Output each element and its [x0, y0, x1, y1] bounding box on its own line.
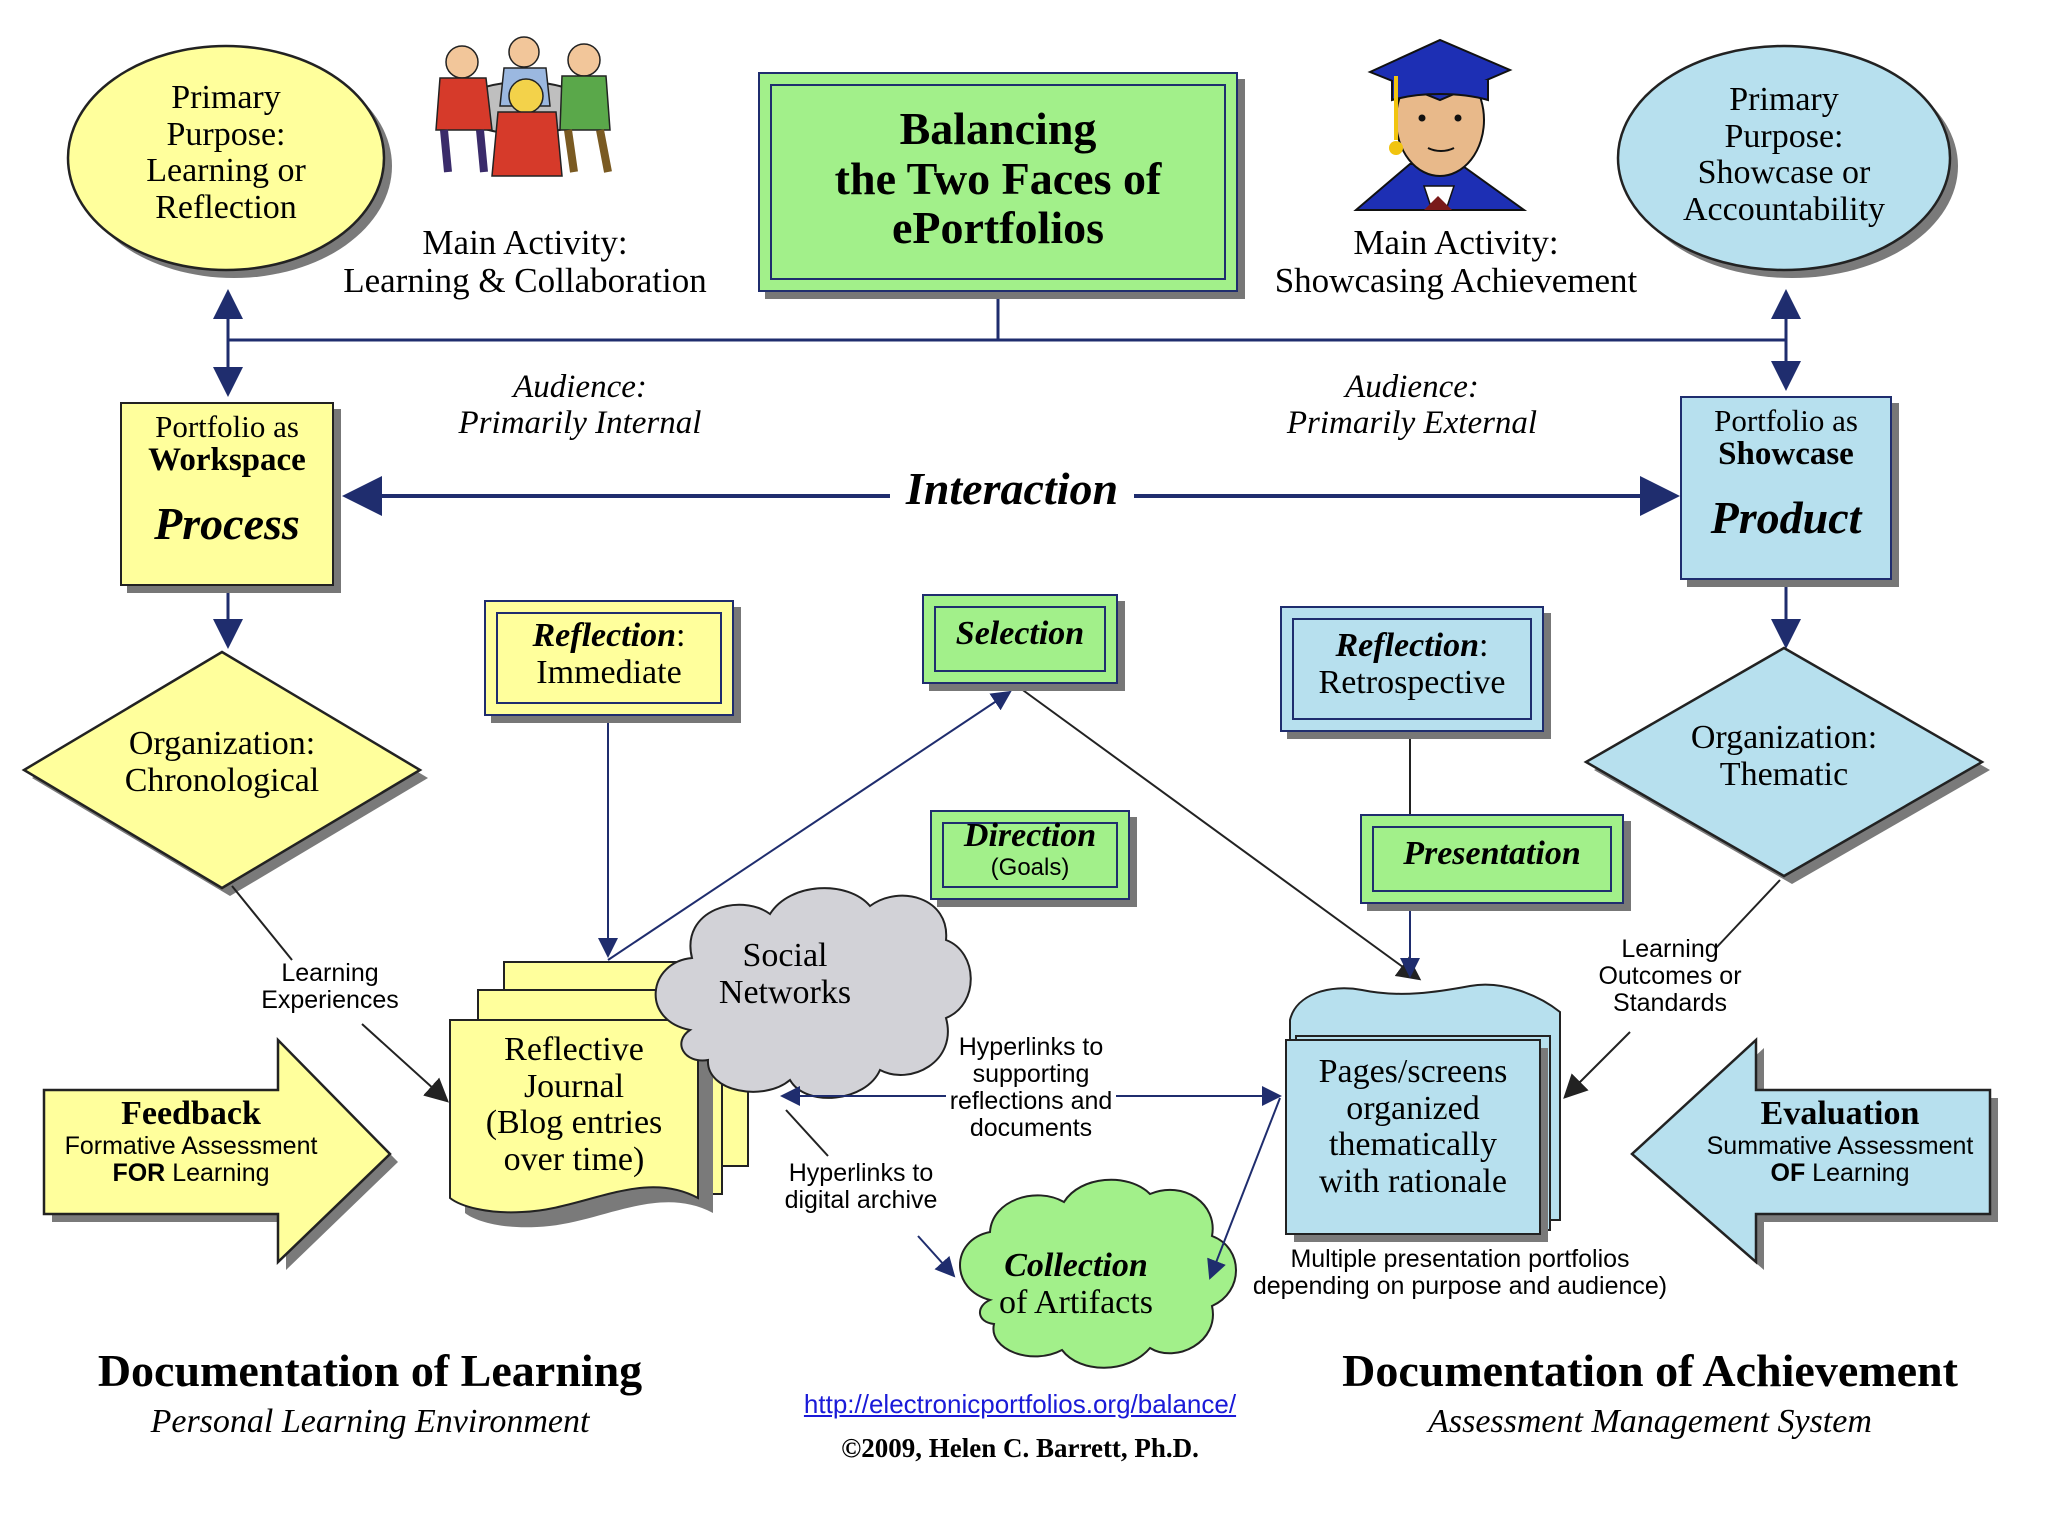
direction-text: Direction (Goals): [930, 817, 1130, 881]
reflection-retrospective-text: Reflection: Retrospective: [1280, 627, 1544, 701]
reflection-retrospective-value: Retrospective: [1318, 663, 1506, 701]
workspace-kind: Workspace: [148, 442, 306, 479]
direction-label: Direction: [963, 817, 1097, 854]
interaction-label: Interaction: [905, 463, 1119, 514]
collection-text: Collection of Artifacts: [976, 1247, 1176, 1321]
selection-box: [922, 594, 1118, 684]
right-purpose-text: Primary Purpose: Showcase or Accountabil…: [1682, 81, 1886, 229]
showcase-box: [1680, 396, 1892, 580]
feedback-title: Feedback: [121, 1095, 261, 1132]
direction-goals: (Goals): [990, 853, 1070, 881]
pages-screens-text: Pages/screens organized thematically wit…: [1318, 1053, 1508, 1201]
evaluation-title: Evaluation: [1760, 1095, 1920, 1132]
right-footer-subtitle: Assessment Management System: [1428, 1403, 1872, 1440]
showcase-focus: Product: [1710, 492, 1862, 544]
journal-page-front: [449, 1019, 699, 1214]
hyperlinks-archive-line-top: [785, 1109, 829, 1157]
showcase-kind: Showcase: [1718, 436, 1854, 473]
left-audience-label: Audience:: [513, 369, 647, 405]
feedback-line1: Formative Assessment: [64, 1131, 318, 1160]
evaluation-text: Evaluation Summative Assessment OF Learn…: [1690, 1095, 1990, 1187]
diagram-title: Balancing the Two Faces of ePortfolios: [834, 103, 1162, 254]
left-footer-title: Documentation of Learning: [97, 1345, 643, 1396]
reflection-immediate-text: Reflection: Immediate: [484, 617, 734, 691]
source-url-link[interactable]: http://electronicportfolios.org/balance/: [803, 1389, 1237, 1419]
right-purpose-ellipse: [1616, 44, 1952, 272]
hyperlinks-archive-text: Hyperlinks to digital archive: [784, 1159, 938, 1214]
feedback-for: FOR: [112, 1158, 166, 1187]
left-main-activity: Main Activity: Learning & Collaboration: [343, 223, 707, 300]
collection-word: Collection: [1004, 1247, 1148, 1284]
experiences-line-top: [231, 885, 293, 961]
right-audience-label: Audience:: [1345, 369, 1479, 405]
workspace-text: Portfolio as Workspace Process: [120, 410, 334, 549]
feedback-learning: Learning: [172, 1158, 270, 1187]
left-footer-subtitle: Personal Learning Environment: [150, 1403, 590, 1440]
right-main-activity: Main Activity: Showcasing Achievement: [1274, 223, 1638, 300]
right-audience-value: Primarily External: [1286, 404, 1538, 441]
left-purpose-text: Primary Purpose: Learning or Reflection: [146, 79, 306, 227]
workspace-portfolio-as: Portfolio as: [155, 409, 299, 444]
presentation-box: [1360, 814, 1624, 904]
feedback-arrow: [42, 1036, 392, 1265]
right-organization-text: Organization: Thematic: [1690, 719, 1878, 793]
right-footer-title: Documentation of Achievement: [1342, 1345, 1958, 1396]
reflection-immediate-word: Reflection: [532, 617, 677, 654]
reflection-immediate-value: Immediate: [536, 653, 682, 691]
reflection-retrospective-box: [1280, 606, 1544, 732]
showcase-portfolio-as: Portfolio as: [1714, 403, 1858, 438]
reflection-immediate-box: [484, 600, 734, 716]
evaluation-arrow: [1630, 1037, 1992, 1265]
left-organization-diamond: [21, 650, 423, 890]
left-audience-value: Primarily Internal: [458, 404, 702, 441]
collaboration-people-illustration: [435, 36, 612, 177]
selection-to-pages-line: [1019, 687, 1422, 981]
hyperlinks-archive-line-bottom: [917, 1235, 956, 1278]
right-audience: Audience: Primarily External: [1252, 369, 1572, 441]
feedback-text: Feedback Formative Assessment FOR Learni…: [44, 1095, 338, 1187]
experiences-line-bottom: [361, 1023, 449, 1103]
workspace-focus: Process: [154, 498, 300, 550]
left-audience: Audience: Primarily Internal: [420, 369, 740, 441]
showcase-text: Portfolio as Showcase Product: [1680, 404, 1892, 543]
outcomes-line-top: [1715, 879, 1781, 949]
graduate-illustration: [1353, 38, 1528, 211]
presentation-text: Presentation: [1403, 835, 1581, 872]
selection-text: Selection: [955, 615, 1085, 652]
social-networks-text: Social Networks: [718, 937, 852, 1011]
right-organization-diamond: [1583, 646, 1985, 878]
learning-experiences-text: Learning Experiences: [261, 959, 399, 1014]
evaluation-of: OF: [1770, 1158, 1806, 1187]
social-networks-cloud: [654, 887, 972, 1099]
title-box: [758, 72, 1238, 292]
collection-cloud: [959, 1178, 1237, 1369]
copyright-text: ©2009, Helen C. Barrett, Ph.D.: [841, 1433, 1199, 1463]
journal-to-selection-line: [607, 690, 1012, 961]
hyperlinks-support-text: Hyperlinks to supporting reflections and…: [949, 1033, 1113, 1142]
reflection-retrospective-word: Reflection: [1335, 627, 1480, 664]
workspace-box: [120, 402, 334, 586]
source-url-wrap: http://electronicportfolios.org/balance/: [780, 1390, 1260, 1418]
left-organization-text: Organization: Chronological: [124, 725, 320, 799]
evaluation-line1: Summative Assessment: [1706, 1131, 1974, 1160]
pages-to-collection-line: [1207, 1097, 1281, 1280]
pages-folder-front: [1285, 1039, 1541, 1235]
reflective-journal-text: Reflective Journal (Blog entries over ti…: [485, 1031, 663, 1179]
multiple-portfolios-text: Multiple presentation portfolios dependi…: [1252, 1245, 1668, 1300]
evaluation-learning: Learning: [1812, 1158, 1910, 1187]
learning-outcomes-text: Learning Outcomes or Standards: [1598, 935, 1742, 1017]
direction-box: [930, 810, 1130, 900]
left-purpose-ellipse: [66, 44, 386, 272]
outcomes-line-bottom: [1563, 1031, 1631, 1099]
collection-rest: of Artifacts: [999, 1283, 1153, 1321]
